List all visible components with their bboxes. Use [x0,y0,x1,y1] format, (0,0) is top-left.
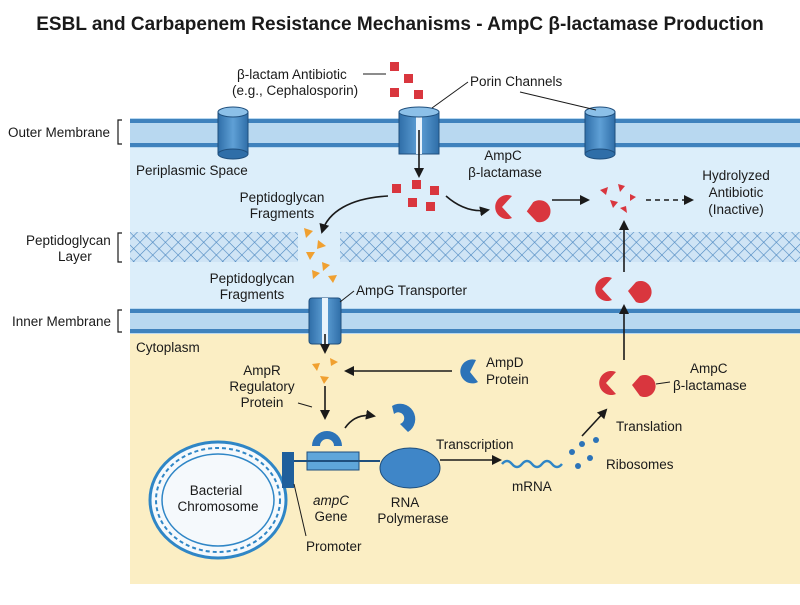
cytoplasm-label: Cytoplasm [136,340,200,355]
ribosomes-label: Ribosomes [606,457,674,472]
peptidoglycan-label-line2: Layer [58,249,92,264]
fragment-arrow [319,195,389,234]
promoter-leader [293,483,307,537]
periplasmic-space-label: Periplasmic Space [136,163,248,178]
rna-polymerase-label-line1: RNA [391,495,420,510]
inner-membrane-label: Inner Membrane [12,314,111,329]
ampr-label-line1: AmpR [243,363,281,378]
cytoplasm-fragments [312,358,338,384]
ampc-enzyme-cytoplasm [599,371,656,397]
released-ampr-protein [392,403,416,432]
ampd-protein [460,359,478,384]
pg-fragments-top-line1: Peptidoglycan [240,190,325,205]
ampr-protein [312,431,342,446]
outer-membrane-label: Outer Membrane [8,125,110,140]
antibiotic-label-line1: β-lactam Antibiotic [237,67,347,82]
peptidoglycan-bracket [117,232,122,263]
translation-arrow [581,408,608,437]
ampr-label-line2: Regulatory [229,379,295,394]
ampc-enzyme-exported [595,276,652,303]
translation-label: Translation [616,419,682,434]
ampg-leader [339,290,355,303]
to-ampc-arrow [445,195,490,217]
ampc-bottom-label-line1: AmpC [690,361,728,376]
ampr-leader [297,402,313,408]
pg-fragments-bottom-line1: Peptidoglycan [210,271,295,286]
hydrolyzed-label-line2: Antibiotic [709,185,764,200]
ampc-bottom-leader [655,381,671,385]
peptidoglycan-layer [130,232,800,262]
ribosomes [569,437,599,469]
ampc-top-label-line1: AmpC [484,148,522,163]
porin-leader-center [431,81,469,109]
inner-membrane [130,308,800,334]
ampc-bottom-label-line2: β-lactamase [673,378,747,393]
page-title: ESBL and Carbapenem Resistance Mechanism… [36,14,763,35]
mrna-label: mRNA [512,479,552,494]
outer-membrane-bracket [117,119,122,145]
ampr-label-line3: Protein [241,395,284,410]
hydrolyzed-label-line1: Hydrolyzed [702,168,770,183]
hydrolyzed-label-line3: (Inactive) [708,202,764,217]
peptidoglycan-fragments [304,228,337,283]
promoter-label: Promoter [306,539,362,554]
inner-membrane-bracket [117,309,122,333]
ampc-gene-label-line2: Gene [314,509,347,524]
ampg-label: AmpG Transporter [356,283,468,298]
chromosome-label-line2: Chromosome [177,499,258,514]
antibiotic-label-line2: (e.g., Cephalosporin) [232,83,358,98]
release-arrow [344,409,376,429]
antibiotic-molecules-outside [390,62,423,99]
peptidoglycan-label-line1: Peptidoglycan [26,233,111,248]
mrna-strand [501,459,563,469]
transcription-label: Transcription [436,437,514,452]
chromosome-label-line1: Bacterial [190,483,243,498]
porin-leader-right [519,91,597,111]
rna-polymerase-label-line2: Polymerase [377,511,448,526]
hydrolyzed-fragments [600,184,636,213]
ampd-label-line1: AmpD [486,355,524,370]
bacterial-chromosome [148,440,288,560]
antibiotic-molecules-periplasm [392,180,439,211]
ampc-gene-label-line1: ampC [313,493,349,508]
porin-channel-right [584,106,616,160]
pg-fragments-bottom-line2: Fragments [220,287,285,302]
porin-channels-label: Porin Channels [470,74,563,89]
porin-channel-left [217,106,249,160]
ampc-enzyme-periplasm [495,195,551,223]
rna-polymerase [379,447,441,489]
promoter-block [282,452,294,488]
ampc-top-label-line2: β-lactamase [468,165,542,180]
ampd-label-line2: Protein [486,372,529,387]
pg-fragments-top-line2: Fragments [250,206,315,221]
